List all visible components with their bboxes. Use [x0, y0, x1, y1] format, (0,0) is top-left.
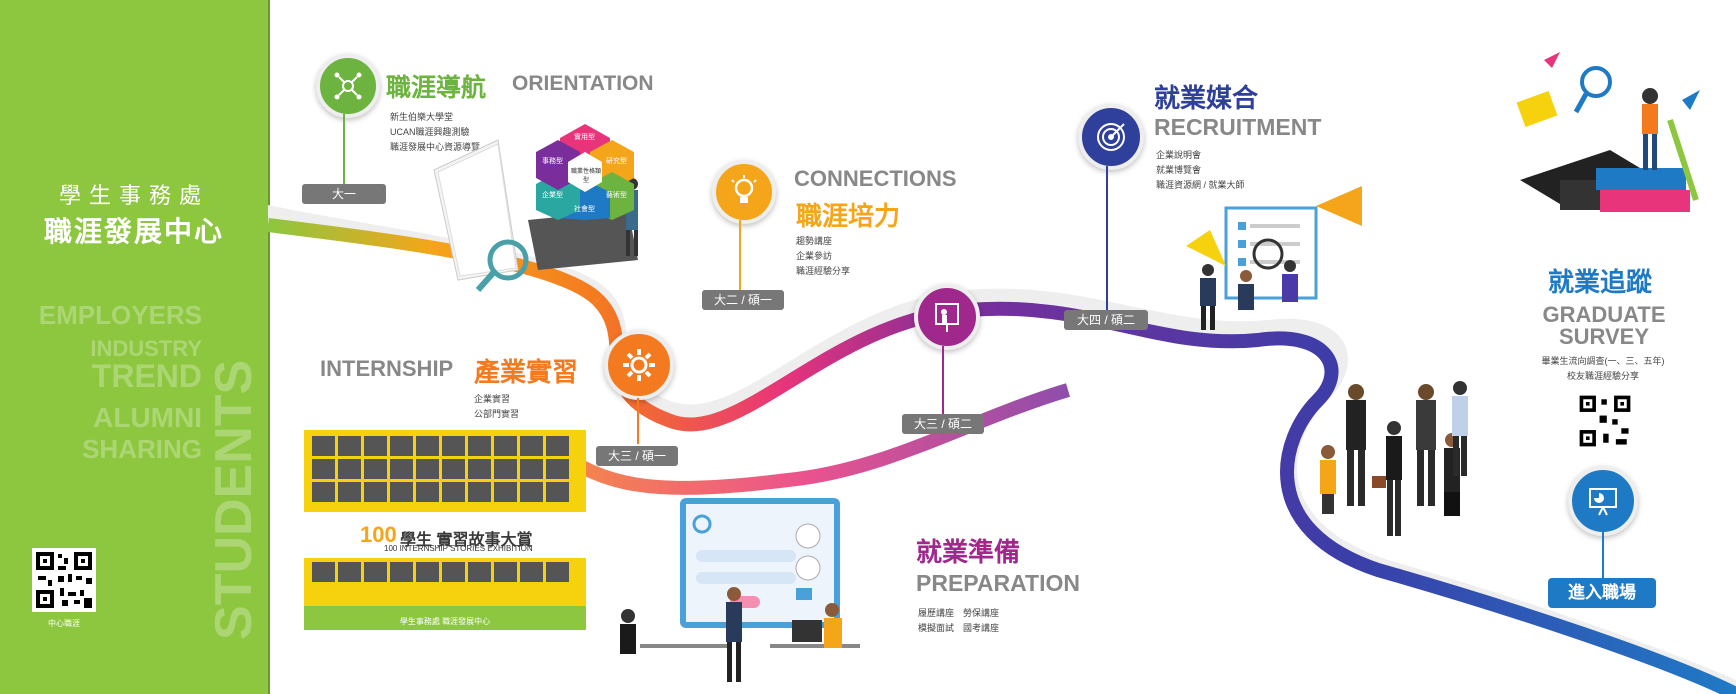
survey-illustration — [1516, 52, 1700, 212]
qr-code-label: 中心職涯 — [48, 619, 80, 628]
chart-board-icon — [1568, 466, 1638, 536]
year-badge-connections: 大二 / 碩一 — [702, 290, 784, 310]
personality-hexagon: 職業性格類型 實用型 研究型 藝術型 社會型 企業型 事務型 — [530, 120, 640, 220]
orientation-illustration — [433, 139, 638, 292]
connections-title-en: CONNECTIONS — [794, 166, 957, 191]
gear-icon — [604, 330, 674, 400]
photo-grid-top — [312, 436, 569, 502]
orientation-items: 新生伯樂大學堂 UCAN職涯興趣測驗 職涯發展中心資源導覽 — [390, 110, 480, 155]
orientation-title-en: ORIENTATION — [512, 72, 654, 95]
poster-subtitle: 100 INTERNSHIP STORIES EXHIBITION — [384, 544, 533, 553]
poster-title-number: 100 — [360, 522, 397, 547]
orientation-pin — [343, 114, 345, 186]
list-item: 企業實習 — [474, 394, 511, 404]
poster-title-band — [304, 512, 586, 558]
hexagon-center-label: 職業性格類型 — [570, 169, 601, 184]
list-item: 校友職涯經驗分享 — [1566, 371, 1639, 381]
list-item: 職涯發展中心資源導覽 — [390, 142, 481, 152]
hexagon-type: 事務型 — [542, 158, 563, 165]
recruitment-items: 企業說明會 就業博覽會 職涯資源網 / 就業大師 — [1156, 148, 1245, 193]
year-badge-preparation: 大三 / 碩二 — [902, 414, 984, 434]
sidebar-word-sharing: SHARING — [82, 434, 202, 464]
list-item: 企業參訪 — [796, 251, 833, 261]
survey-items: 畢業生流向調查(一、三、五年) 校友職涯經驗分享 — [1528, 354, 1678, 384]
hexagon-type: 社會型 — [574, 206, 595, 213]
internship-title-zh: 產業實習 — [474, 357, 579, 387]
recruitment-title-zh: 就業媒合 — [1154, 83, 1259, 113]
list-item: 職涯資源網 / 就業大師 — [1156, 180, 1245, 190]
year-badge-recruitment: 大四 / 碩二 — [1064, 310, 1148, 330]
hexagon-type: 實用型 — [574, 134, 595, 141]
preparation-title-en: PREPARATION — [916, 570, 1080, 596]
recruitment-title-en: RECRUITMENT — [1154, 114, 1322, 140]
list-item: 公部門實習 — [474, 409, 520, 419]
connections-pin — [739, 220, 741, 290]
business-people-illustration — [1320, 381, 1468, 536]
list-item: 模擬面試 國考講座 — [918, 623, 1000, 633]
preparation-illustration — [620, 498, 860, 682]
orientation-title-zh: 職涯導航 — [386, 74, 487, 102]
hexagon-type: 藝術型 — [606, 192, 627, 199]
hexagon-type: 研究型 — [606, 158, 627, 165]
list-item: 企業說明會 — [1156, 150, 1202, 160]
internship-stories-poster[interactable]: 100 學生 實習故事大賞 100 INTERNSHIP STORIES EXH… — [304, 430, 586, 630]
survey-title-zh: 就業追蹤 — [1548, 267, 1653, 297]
list-item: 職涯經驗分享 — [796, 266, 851, 276]
list-item: 趨勢講座 — [796, 236, 833, 246]
preparation-pin — [942, 346, 944, 416]
internship-items: 企業實習 公部門實習 — [474, 392, 519, 422]
poster-title: 學生 實習故事大賞 — [400, 532, 533, 549]
presenter-icon — [914, 284, 980, 350]
survey-pin — [1602, 532, 1604, 578]
survey-qr-code-icon[interactable] — [1576, 392, 1634, 450]
preparation-title-zh: 就業準備 — [916, 537, 1021, 567]
sidebar: 學生事務處 職涯發展中心 EMPLOYERS INDUSTRY TREND AL… — [0, 0, 270, 694]
lightbulb-icon — [712, 160, 776, 224]
internship-pin — [637, 398, 639, 444]
survey-title-en-2: SURVEY — [1558, 324, 1650, 349]
enter-workplace-button[interactable]: 進入職場 — [1548, 578, 1656, 608]
sidebar-vertical-students: STUDENTS — [205, 359, 263, 640]
survey-title-en-1: GRADUATE — [1542, 302, 1666, 327]
year-badge-internship: 大三 / 碩一 — [596, 446, 678, 466]
photo-grid-bottom — [312, 562, 569, 582]
list-item: 畢業生流向調查(一、三、五年) — [1541, 356, 1665, 366]
qr-code-icon[interactable] — [32, 548, 96, 612]
center-name: 職涯發展中心 — [43, 216, 224, 247]
poster-footer: 學生事務處 職涯發展中心 — [399, 617, 491, 626]
connections-title-zh: 職涯培力 — [796, 201, 901, 231]
year-badge-orientation: 大一 — [302, 184, 386, 204]
list-item: 履歷講座 勞保講座 — [918, 608, 1000, 618]
internship-title-en: INTERNSHIP — [320, 356, 454, 381]
recruitment-pin — [1106, 166, 1108, 310]
sidebar-word-alumni: ALUMNI — [93, 402, 202, 433]
list-item: 新生伯樂大學堂 — [390, 112, 454, 122]
poster-footer-band — [304, 606, 586, 630]
department-name: 學生事務處 — [58, 183, 209, 208]
sidebar-word-employers: EMPLOYERS — [38, 300, 202, 330]
list-item: 就業博覽會 — [1156, 165, 1202, 175]
preparation-items: 履歷講座 勞保講座 模擬面試 國考講座 — [918, 606, 999, 636]
recruitment-illustration — [1186, 186, 1362, 330]
sidebar-word-trend: TREND — [91, 358, 202, 394]
network-icon — [316, 54, 380, 118]
list-item: UCAN職涯興趣測驗 — [390, 127, 470, 137]
connections-items: 趨勢講座 企業參訪 職涯經驗分享 — [796, 234, 850, 279]
target-icon — [1078, 104, 1144, 170]
sidebar-word-industry: INDUSTRY — [90, 336, 202, 361]
hexagon-type: 企業型 — [542, 192, 563, 199]
